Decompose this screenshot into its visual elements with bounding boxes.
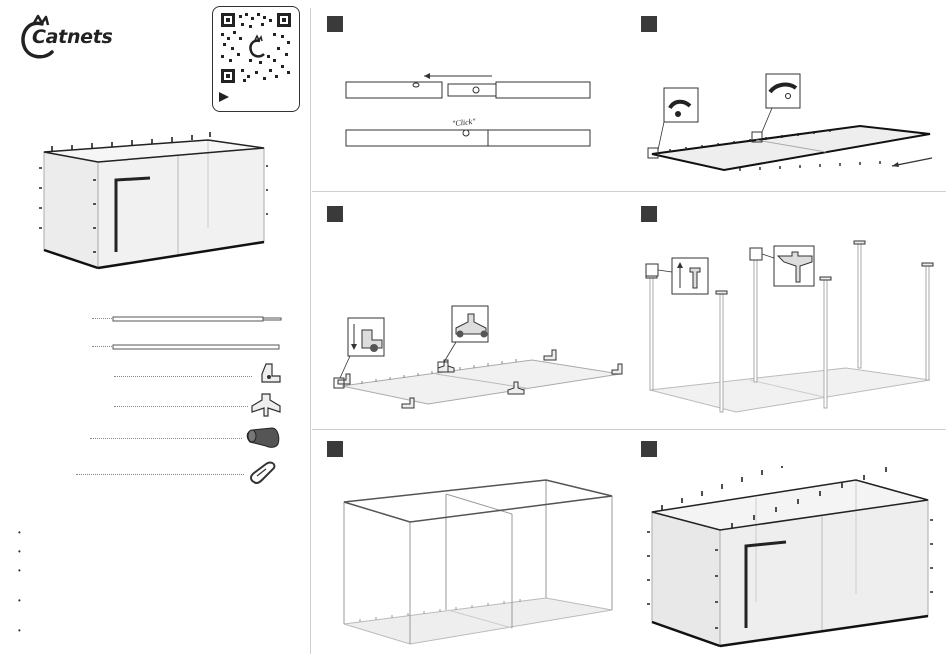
step-3-illustration [332,300,632,414]
play-icon[interactable] [218,91,230,103]
step-badge-1 [327,16,343,32]
brand-name: Catnets [32,26,113,48]
enclosure-overview [38,132,268,274]
step-badge-4 [641,206,657,222]
corner-connector-icon [258,362,282,386]
t-connector-icon [250,392,282,418]
carabiner-icon [248,460,278,486]
note-bullet: • [18,626,21,635]
step-5-illustration [336,474,636,654]
step-badge-6 [641,441,657,457]
brand-logo: Catnets [18,14,128,58]
parts-leader [90,438,242,439]
qr-code-card[interactable] [212,6,300,112]
note-bullet: • [18,596,21,605]
note-bullet: • [18,528,21,537]
note-bullet: • [18,547,21,556]
parts-leader [76,474,244,475]
step-2-illustration [640,70,948,182]
note-bullet: • [18,566,21,575]
parts-leader [114,406,248,407]
rubber-cap-icon [246,424,282,450]
step-badge-5 [327,441,343,457]
pole-long-part [112,314,282,324]
step-6-illustration [646,466,946,652]
row-divider [312,191,946,192]
step-4-illustration [640,236,948,422]
step-1-illustration [340,66,600,156]
parts-leader [114,376,252,377]
row-divider [312,429,946,430]
pole-short-part [112,342,282,352]
column-divider [310,8,311,654]
step-badge-2 [641,16,657,32]
parts-leader [92,346,112,347]
parts-leader [92,318,112,319]
step-badge-3 [327,206,343,222]
parts-list [70,300,292,490]
